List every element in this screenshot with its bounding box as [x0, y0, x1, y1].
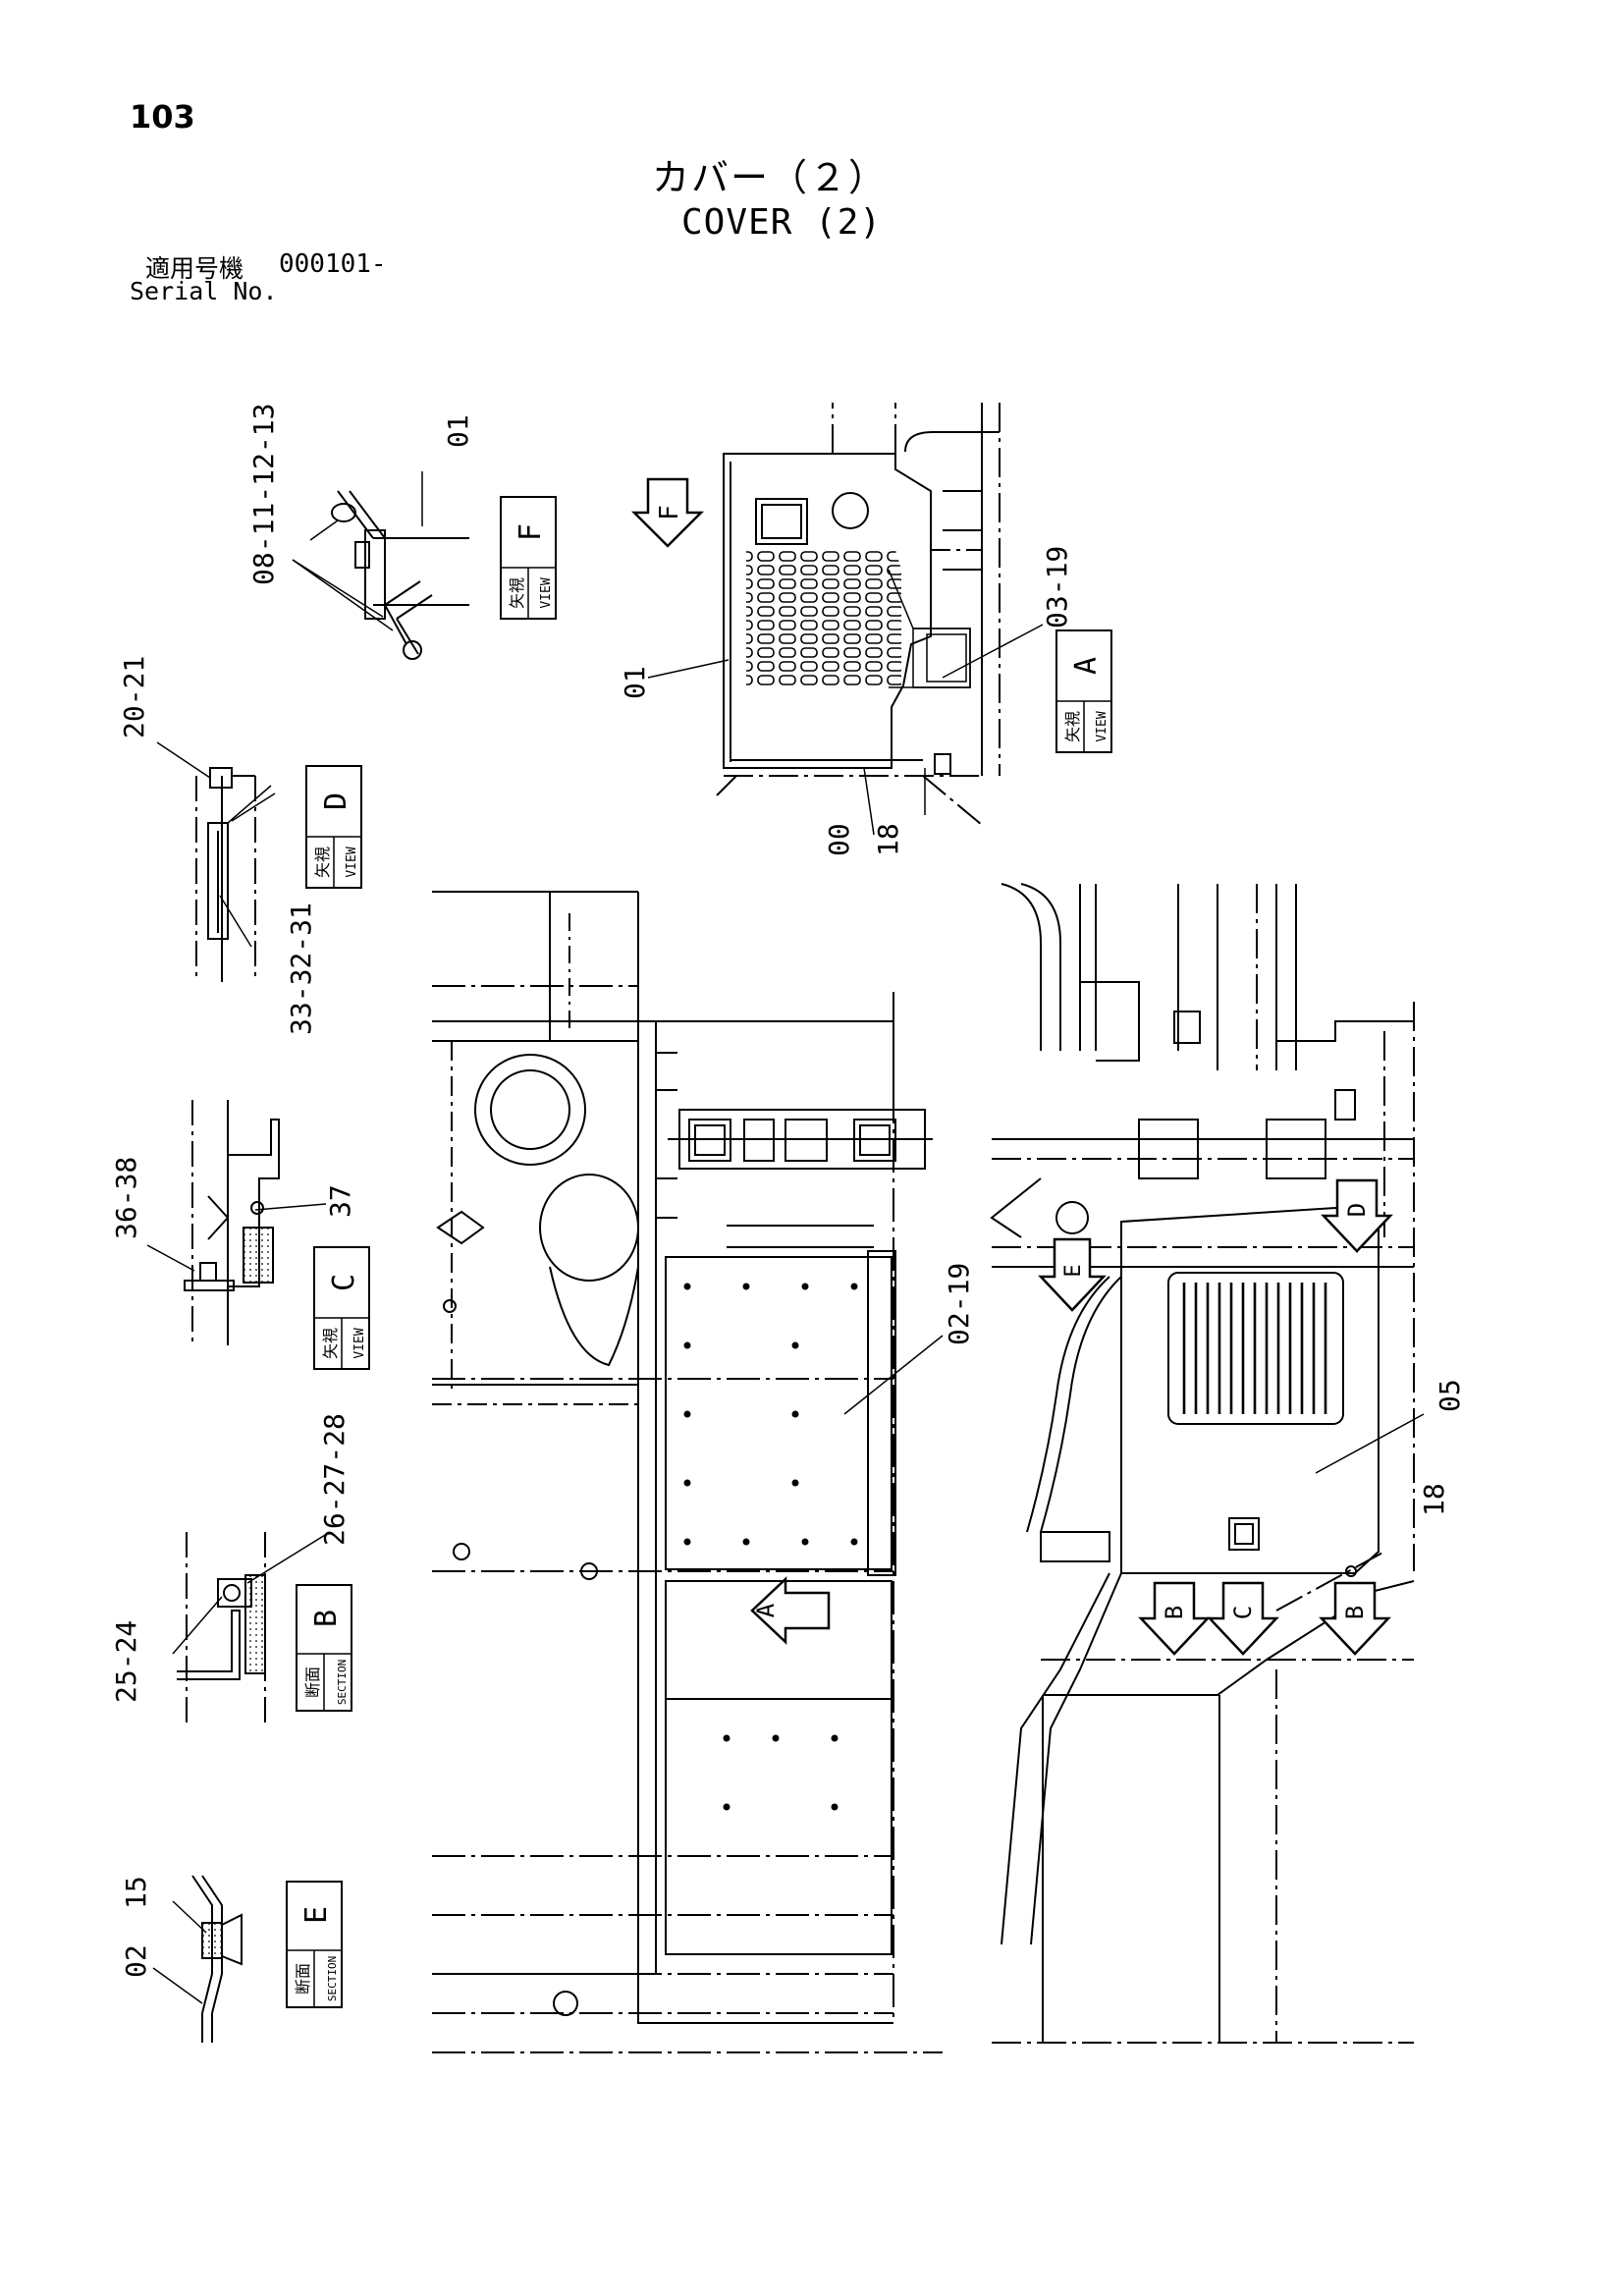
view-label-en: VIEW — [345, 847, 359, 877]
serial-number-range: 000101- — [279, 249, 387, 279]
callout-02: 02 — [120, 1944, 152, 1978]
view-label-en: VIEW — [539, 577, 554, 608]
callout-18-right: 18 — [1418, 1483, 1450, 1516]
page-number: 103 — [130, 98, 195, 136]
view-label-f: 矢視 VIEW F — [500, 496, 557, 620]
callout-33-32-31: 33-32-31 — [285, 902, 317, 1035]
view-arrow-a: A — [750, 1576, 831, 1645]
detail-section-e — [152, 1875, 243, 2043]
section-label-en: SECTION — [326, 1956, 339, 2001]
detail-view-f — [292, 471, 469, 660]
section-label-ja: 断面 — [294, 1963, 312, 1995]
section-letter: E — [299, 1906, 334, 1924]
arrow-letter: C — [1229, 1606, 1257, 1619]
view-label-en: VIEW — [352, 1328, 367, 1358]
view-arrow-f: F — [630, 477, 705, 548]
center-assembly — [432, 891, 944, 2053]
main-view-a — [647, 403, 1044, 836]
serial-label-japanese: 適用号機 — [145, 254, 244, 283]
callout-25-24: 25-24 — [110, 1620, 142, 1703]
callout-01-left: 01 — [619, 666, 651, 699]
view-arrow-b-right: B — [1319, 1581, 1391, 1656]
view-label-ja: 矢視 — [508, 577, 526, 609]
callout-15: 15 — [120, 1876, 152, 1909]
callout-02-19: 02-19 — [943, 1263, 975, 1345]
callout-26-27-28: 26-27-28 — [318, 1413, 351, 1546]
detail-view-d — [156, 741, 276, 982]
view-letter: A — [1069, 657, 1104, 675]
callout-20-21: 20-21 — [118, 656, 150, 738]
section-label-b: 断面 SECTION B — [296, 1584, 352, 1712]
serial-label-english: Serial No. — [130, 277, 278, 305]
view-label-a: 矢視 VIEW A — [1055, 629, 1112, 753]
view-letter: F — [514, 523, 548, 541]
view-letter: D — [319, 793, 353, 810]
page-title-english: COVER (2) — [681, 202, 883, 243]
callout-00: 00 — [823, 823, 855, 856]
view-arrow-b-left: B — [1138, 1581, 1211, 1656]
callout-01-top: 01 — [442, 414, 474, 448]
section-label-en: SECTION — [336, 1660, 349, 1705]
arrow-letter: D — [1343, 1203, 1371, 1217]
view-letter: C — [327, 1274, 361, 1291]
callout-37: 37 — [324, 1184, 356, 1218]
view-label-c: 矢視 VIEW C — [313, 1246, 370, 1370]
view-label-ja: 矢視 — [1063, 711, 1082, 742]
arrow-letter: E — [1061, 1264, 1086, 1277]
arrow-letter: B — [1161, 1606, 1188, 1619]
view-arrow-e: E — [1038, 1237, 1107, 1312]
page-title-japanese: カバー（２） — [652, 156, 889, 199]
callout-03-19: 03-19 — [1041, 546, 1073, 629]
section-letter: B — [309, 1610, 344, 1627]
detail-section-b — [172, 1531, 331, 1728]
view-arrow-d: D — [1321, 1178, 1393, 1253]
arrow-letter: A — [752, 1603, 780, 1617]
view-label-d: 矢視 VIEW D — [305, 765, 362, 889]
section-label-ja: 断面 — [303, 1667, 322, 1698]
view-arrow-c: C — [1207, 1581, 1279, 1656]
view-label-ja: 矢視 — [321, 1328, 340, 1359]
arrow-letter: F — [655, 505, 684, 520]
arrow-letter: B — [1341, 1606, 1369, 1619]
view-label-ja: 矢視 — [313, 847, 332, 878]
callout-08-11-12-13: 08-11-12-13 — [247, 404, 280, 585]
callout-05: 05 — [1434, 1379, 1466, 1412]
view-label-en: VIEW — [1095, 711, 1109, 741]
callout-18-top: 18 — [872, 823, 904, 856]
section-label-e: 断面 SECTION E — [286, 1881, 343, 2008]
detail-view-c — [146, 1100, 327, 1345]
callout-36-38: 36-38 — [110, 1157, 142, 1239]
right-assembly — [990, 883, 1425, 2044]
